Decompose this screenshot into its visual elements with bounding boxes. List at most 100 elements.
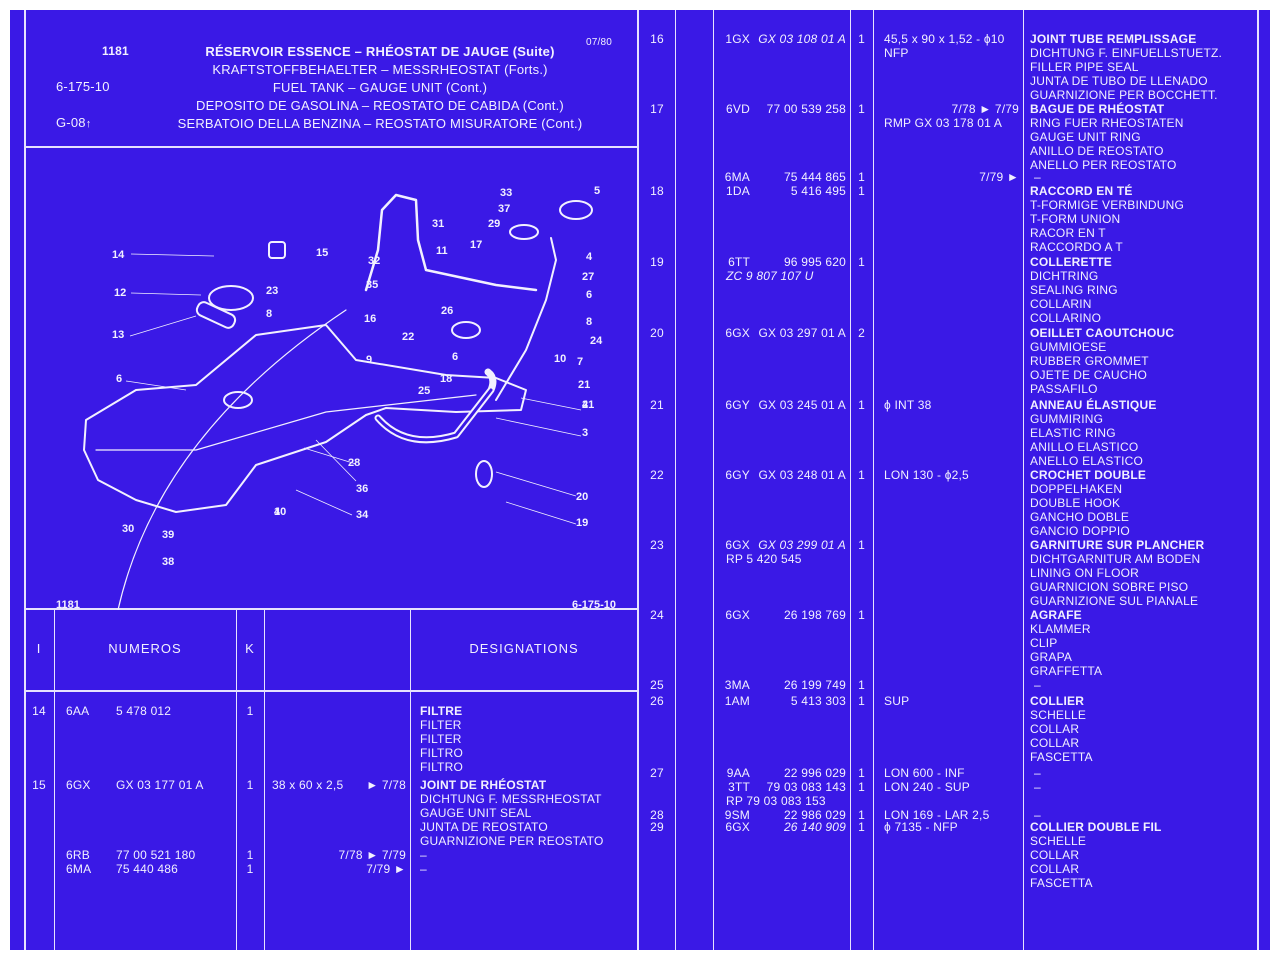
- callout-38: 38: [162, 556, 174, 568]
- row-code: 6GY: [725, 398, 750, 412]
- row-part-number: 5 413 303: [790, 694, 846, 708]
- tank-outline: [83, 324, 527, 513]
- callout-6: 6: [116, 373, 122, 385]
- row-index: 22: [650, 468, 664, 482]
- row-designation: GUARNIZIONE PER REOSTATO: [420, 834, 604, 848]
- filler-pipe: [374, 368, 497, 444]
- row-designation: RACCORD EN TÉ: [1030, 184, 1133, 198]
- row-designation: ANILLO DE REOSTATO: [1030, 144, 1164, 158]
- callout-30: 30: [122, 523, 134, 535]
- row-part-number: GX 03 299 01 A: [758, 538, 846, 552]
- callout-19: 19: [576, 517, 588, 529]
- callout-12: 12: [114, 287, 126, 299]
- row-code: 6GX: [725, 326, 750, 340]
- row-quantity: 1: [246, 848, 254, 862]
- row-part-number: GX 03 245 01 A: [758, 398, 846, 412]
- filler-pipe-inner: [376, 388, 493, 442]
- row-code: 6GX: [66, 778, 91, 792]
- callout-39: 39: [162, 529, 174, 541]
- row-designation: JOINT TUBE REMPLISSAGE: [1030, 32, 1197, 46]
- row-quantity: 1: [858, 780, 865, 794]
- row-code: 6MA: [724, 170, 750, 184]
- callout-18: 18: [440, 373, 452, 385]
- right-col-sep-4: [873, 10, 874, 950]
- row-spec: LON 169 - LAR 2,5: [884, 808, 990, 822]
- row-quantity: 1: [858, 468, 865, 482]
- page-title-es: DEPOSITO DE GASOLINA – REOSTATO DE CABID…: [196, 98, 564, 113]
- row-designation: LINING ON FLOOR: [1030, 566, 1140, 580]
- callout-9: 9: [366, 354, 372, 366]
- row-designation: GUMMIRING: [1030, 412, 1104, 426]
- row-part-number: 22 986 029: [783, 808, 846, 822]
- row-quantity: 1: [858, 766, 865, 780]
- rheostat-14: [268, 241, 286, 259]
- row-spec-alt: NFP: [884, 46, 909, 60]
- reference-number: 6-175-10: [56, 79, 110, 94]
- row-designation: GRAFFETTA: [1030, 664, 1103, 678]
- callout-17: 17: [470, 239, 482, 251]
- callout-33: 33: [500, 187, 512, 199]
- row-index: 20: [650, 326, 664, 340]
- row-designation: COLLIER DOUBLE FIL: [1030, 820, 1162, 834]
- callout-3: 3: [582, 427, 588, 439]
- row-index: 17: [650, 102, 664, 116]
- row-designation: ANNEAU ÉLASTIQUE: [1030, 398, 1157, 412]
- row-designation: JUNTA DE TUBO DE LLENADO: [1030, 74, 1208, 88]
- row-designation: GANCHO DOBLE: [1030, 510, 1130, 524]
- row-designation: FILTRE: [420, 704, 463, 718]
- row-index: 19: [650, 255, 664, 269]
- callout-22: 22: [402, 331, 414, 343]
- row-designation: FILLER PIPE SEAL: [1030, 60, 1139, 74]
- row-date: 7/79 ►: [366, 862, 406, 876]
- row-designation: COLLERETTE: [1030, 255, 1112, 269]
- row-designation: –: [1034, 808, 1041, 822]
- page-number: 1181: [102, 44, 129, 58]
- row-spec: LON 600 - INF: [884, 766, 965, 780]
- row-quantity: 1: [858, 255, 865, 269]
- callout-29: 29: [488, 218, 500, 230]
- row-designation: AGRAFE: [1030, 608, 1082, 622]
- vent-line: [495, 237, 557, 401]
- leader-lines: [125, 253, 582, 525]
- row-designation: ANELLO PER REOSTATO: [1030, 158, 1177, 172]
- row-quantity: 1: [246, 778, 254, 792]
- row-designation: JUNTA DE REOSTATO: [420, 820, 548, 834]
- row-designation: DICHTUNG F. MESSRHEOSTAT: [420, 792, 602, 806]
- callout-21: 21: [578, 379, 590, 391]
- row-designation: COLLAR: [1030, 736, 1080, 750]
- row-designation: FILTER: [420, 732, 462, 746]
- callout-16: 16: [364, 313, 376, 325]
- row-designation: FILTRO: [420, 746, 463, 760]
- row-designation: JOINT DE RHÉOSTAT: [420, 778, 547, 792]
- tank-drawing: [83, 193, 593, 610]
- grommet-19: [451, 321, 481, 339]
- right-col-sep-3: [850, 10, 851, 950]
- row-index: 26: [650, 694, 664, 708]
- col-header-designations: DESIGNATIONS: [469, 641, 579, 656]
- row-spec: 38 x 60 x 2,5: [272, 778, 344, 792]
- row-designation: GUARNIZIONE PER BOCCHETT.: [1030, 88, 1218, 102]
- callout-37: 37: [498, 203, 510, 215]
- row-designation: GARNITURE SUR PLANCHER: [1030, 538, 1205, 552]
- row-part-number-alt: ZC 9 807 107 U: [726, 269, 814, 283]
- row-code: 6AA: [66, 704, 90, 718]
- row-part-number: GX 03 248 01 A: [758, 468, 846, 482]
- row-part-number: 22 996 029: [783, 766, 846, 780]
- right-col-sep-5: [1023, 10, 1024, 950]
- row-quantity: 1: [246, 862, 254, 876]
- row-designation: SEALING RING: [1030, 283, 1118, 297]
- row-part-number: 5 478 012: [116, 704, 172, 718]
- callout-6: 6: [452, 351, 458, 363]
- row-code: 3TT: [728, 780, 750, 794]
- row-quantity: 2: [858, 326, 865, 340]
- callout-4: 4: [586, 251, 593, 263]
- row-designation: –: [1034, 766, 1041, 780]
- row-part-number: GX 03 297 01 A: [758, 326, 846, 340]
- row-part-number: 77 00 521 180: [116, 848, 196, 862]
- row-quantity: 1: [858, 32, 865, 46]
- row-index: 14: [32, 704, 46, 718]
- diagram-label-left: 1181: [56, 599, 80, 610]
- row-part-number: 26 198 769: [783, 608, 846, 622]
- ring-21: [475, 460, 493, 488]
